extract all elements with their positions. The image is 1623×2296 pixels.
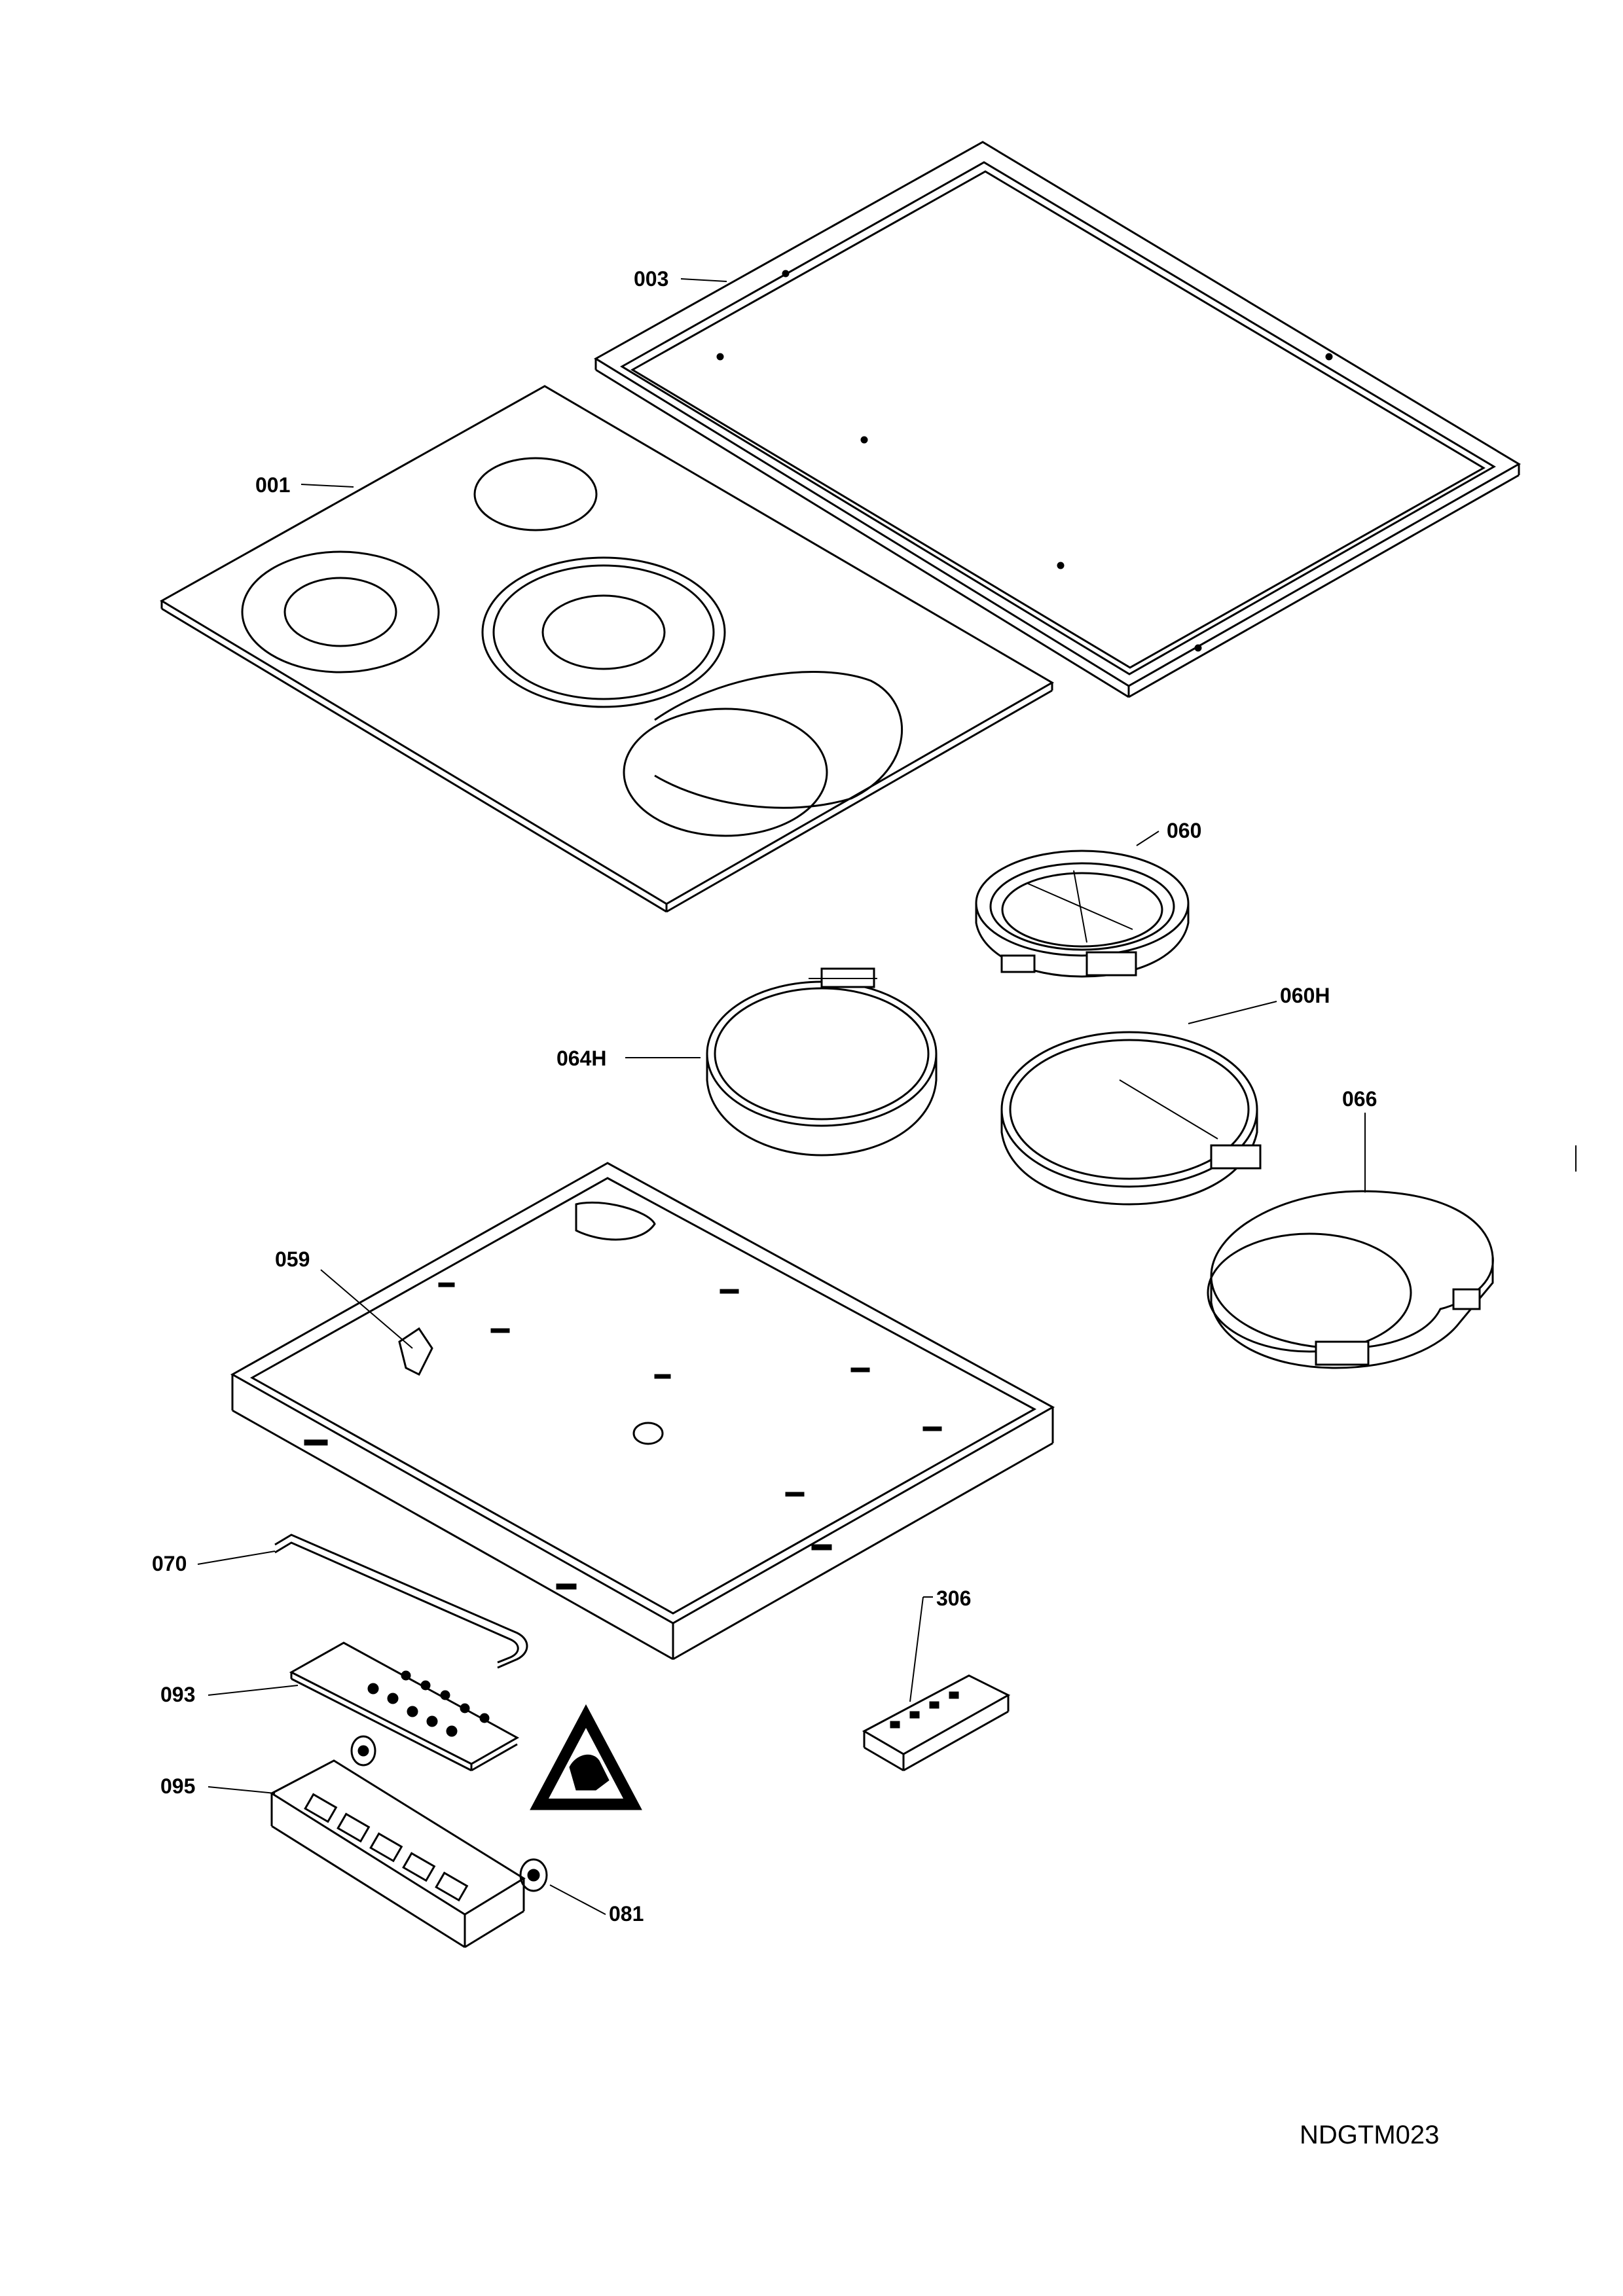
part-060H-heating-ring (1000, 1001, 1277, 1206)
drawing-code: NDGTM023 (1300, 2121, 1439, 2149)
label-059: 059 (275, 1247, 413, 1349)
part-number-081: 081 (609, 1902, 644, 1926)
part-095-control-housing (269, 1735, 526, 1948)
label-003: 003 (634, 267, 727, 291)
part-003-frame (594, 141, 1521, 698)
label-095: 095 (160, 1774, 276, 1798)
part-number-003: 003 (634, 267, 668, 291)
part-number-064H: 064H (556, 1047, 607, 1070)
part-001-glass-top (160, 385, 1054, 913)
part-number-306: 306 (936, 1587, 971, 1610)
part-081-grommet (519, 1858, 548, 1892)
part-number-060H: 060H (1280, 984, 1330, 1007)
part-093-control-board (289, 1641, 520, 1772)
label-001: 001 (255, 473, 354, 497)
part-base-tray (230, 1162, 1055, 1660)
label-070: 070 (152, 1551, 276, 1575)
part-306-terminal-block (862, 1596, 1011, 1772)
part-number-070: 070 (152, 1552, 187, 1575)
part-060-heating-element (975, 831, 1190, 978)
part-number-060: 060 (1167, 819, 1201, 842)
label-066: 066 (1342, 1087, 1377, 1111)
part-number-066: 066 (1342, 1087, 1377, 1111)
label-064H: 064H (556, 1047, 701, 1070)
part-070-seal (274, 1534, 528, 1669)
part-066-dual-heating-element (1207, 1113, 1494, 1369)
label-093: 093 (160, 1683, 299, 1706)
part-number-095: 095 (160, 1774, 195, 1798)
label-306: 306 (936, 1587, 971, 1610)
label-060H: 060H (1280, 984, 1330, 1007)
part-number-059: 059 (275, 1247, 310, 1271)
label-060: 060 (1167, 819, 1201, 842)
label-081: 081 (549, 1884, 644, 1926)
esd-warning-triangle-icon (530, 1704, 642, 1810)
part-number-093: 093 (160, 1683, 195, 1706)
part-064H-heating-ring (706, 967, 938, 1157)
part-number-001: 001 (255, 473, 290, 497)
